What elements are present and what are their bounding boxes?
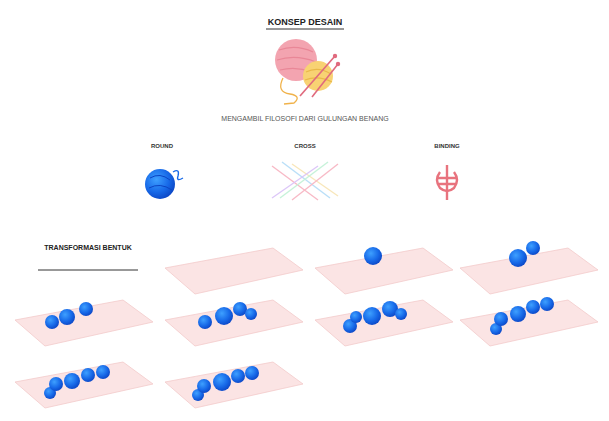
- icon-label: BINDING: [434, 143, 459, 149]
- diagram-title: KONSEP DESAIN: [268, 17, 342, 27]
- round-icon: [145, 169, 183, 199]
- binding-icon: [437, 165, 457, 200]
- label-underline: [38, 270, 138, 271]
- subtitle: MENGAMBIL FILOSOFI DARI GULUNGAN BENANG: [221, 115, 388, 122]
- title-underline: [266, 29, 344, 30]
- section-label: TRANSFORMASI BENTUK: [43, 243, 133, 253]
- icon-label: ROUND: [151, 143, 173, 149]
- yarn-spheres: [44, 241, 554, 401]
- yarn-illustration: [275, 39, 340, 104]
- icon-label: CROSS: [294, 143, 315, 149]
- cross-icon: [272, 162, 338, 200]
- form-tiles: [15, 248, 598, 408]
